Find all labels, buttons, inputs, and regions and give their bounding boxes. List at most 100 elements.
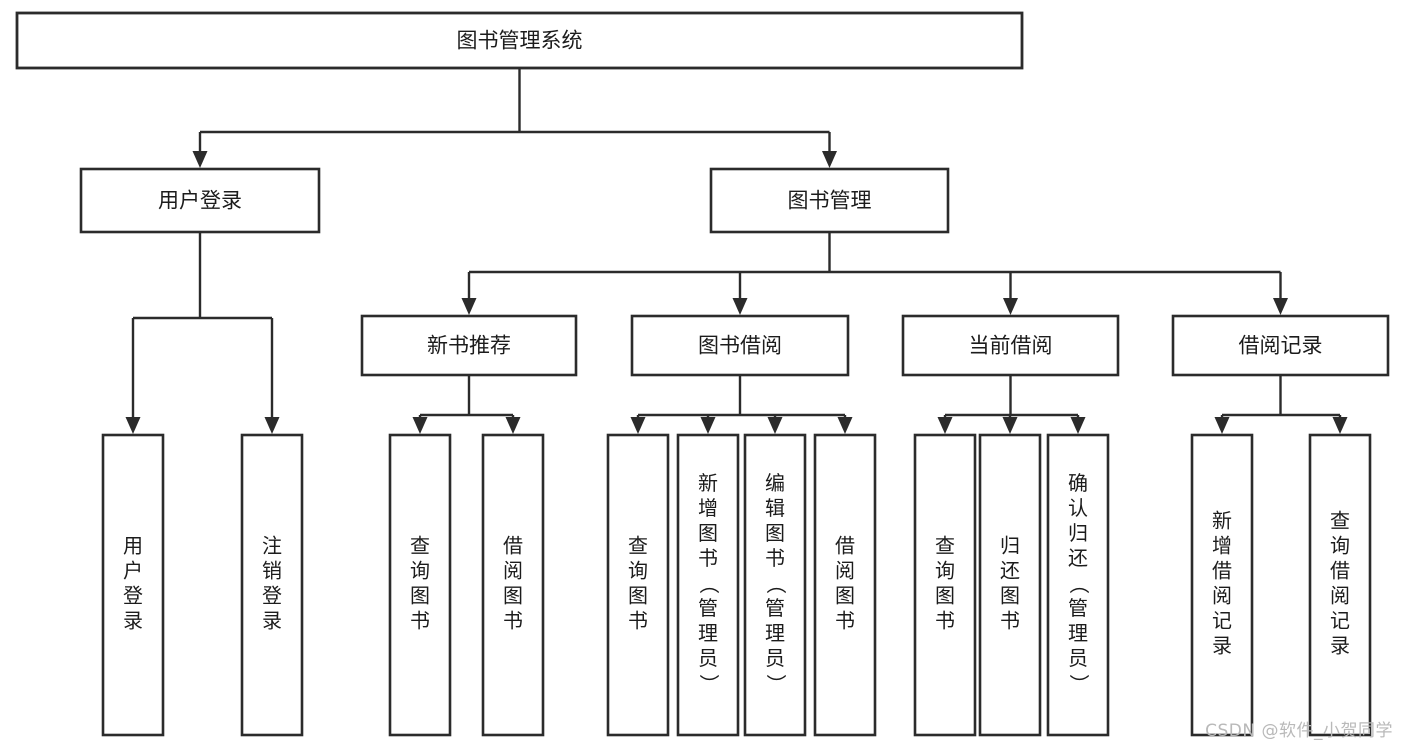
- node-label-char: 借: [503, 534, 523, 558]
- node-label-char: 注: [262, 534, 282, 558]
- node-new-book-recommend[interactable]: 新书推荐: [360, 314, 578, 377]
- node-label-char: 阅: [503, 559, 523, 583]
- node-rect: [743, 433, 807, 737]
- arrowhead-icon: [1003, 298, 1018, 315]
- node-label-char: 书: [503, 609, 523, 633]
- node-rect: [79, 167, 321, 234]
- node-label-char: 书: [628, 609, 648, 633]
- arrowhead-icon: [125, 417, 141, 434]
- node-label: 图书管理系统: [457, 29, 583, 53]
- node-label-char: ）: [1067, 674, 1091, 694]
- node-label-char: 理: [1068, 621, 1088, 645]
- node-label-char: （: [1067, 574, 1091, 594]
- arrowhead-icon: [700, 417, 716, 434]
- arrowhead-icon: [264, 417, 280, 434]
- node-label-char: 销: [262, 559, 282, 583]
- node-label-char: 管: [698, 596, 718, 620]
- node-rect: [388, 433, 452, 737]
- node-label-char: 查: [628, 534, 648, 558]
- node-label-char: 管: [765, 596, 785, 620]
- node-label-char: 登: [123, 584, 143, 608]
- arrowhead-icon: [767, 417, 783, 434]
- node-rect: [360, 314, 578, 377]
- node-label-char: 图: [935, 584, 955, 608]
- node-label-char: 辑: [765, 496, 785, 520]
- node-label-char: 归: [1068, 521, 1088, 545]
- node-label-char: 图: [1000, 584, 1020, 608]
- node-label: 图书管理: [788, 189, 872, 213]
- node-rect: [913, 433, 977, 737]
- node-label-char: 理: [765, 621, 785, 645]
- node-label-char: 用: [123, 534, 143, 558]
- node-label-char: 录: [1330, 634, 1350, 658]
- node-label-char: 归: [1000, 534, 1020, 558]
- node-label-char: 书: [698, 546, 718, 570]
- node-label-char: 还: [1068, 546, 1088, 570]
- node-label: 用户登录: [158, 189, 242, 213]
- node-book-borrow[interactable]: 图书借阅: [630, 314, 850, 377]
- node-rect: [813, 433, 877, 737]
- node-label-char: 图: [628, 584, 648, 608]
- arrowhead-icon: [732, 298, 748, 315]
- node-rect: [978, 433, 1042, 737]
- arrowhead-icon: [461, 298, 477, 315]
- arrowhead-icon: [1214, 417, 1230, 434]
- node-label-char: 员: [698, 646, 718, 670]
- node-label-char: 询: [410, 559, 430, 583]
- node-label-char: 询: [628, 559, 648, 583]
- node-label-char: ）: [697, 674, 721, 694]
- node-label-char: 图: [765, 521, 785, 545]
- node-rect: [709, 167, 950, 234]
- node-label-char: 管: [1068, 596, 1088, 620]
- node-book-manage[interactable]: 图书管理: [709, 167, 950, 234]
- node-current-borrow[interactable]: 当前借阅: [901, 314, 1120, 377]
- arrowhead-icon: [1070, 417, 1086, 434]
- node-label-char: 书: [765, 546, 785, 570]
- node-label-char: 记: [1330, 609, 1350, 633]
- arrowhead-icon: [1332, 417, 1348, 434]
- node-boxes: 图书管理系统用户登录图书管理新书推荐图书借阅当前借阅借阅记录用户登录注销登录查询…: [15, 11, 1390, 737]
- arrowhead-icon: [937, 417, 953, 434]
- node-label-char: 还: [1000, 559, 1020, 583]
- node-label-char: 户: [123, 559, 143, 583]
- node-leaf-user-login[interactable]: 用户登录: [101, 433, 165, 737]
- node-rect: [1046, 433, 1110, 737]
- node-label-char: 查: [1330, 509, 1350, 533]
- node-rect: [1190, 433, 1254, 737]
- node-label-char: 员: [765, 646, 785, 670]
- node-rect: [606, 433, 670, 737]
- node-rect: [901, 314, 1120, 377]
- node-label-char: ）: [764, 674, 788, 694]
- node-rect: [240, 433, 304, 737]
- node-label-char: 询: [1330, 534, 1350, 558]
- node-label-char: 增: [1212, 534, 1232, 558]
- node-rect: [15, 11, 1024, 70]
- arrowhead-icon: [1273, 298, 1288, 315]
- node-label-char: 录: [123, 609, 143, 633]
- node-label: 借阅记录: [1239, 334, 1323, 358]
- node-user-login[interactable]: 用户登录: [79, 167, 321, 234]
- node-label-char: 记: [1212, 609, 1232, 633]
- node-label-char: 询: [935, 559, 955, 583]
- node-rect: [101, 433, 165, 737]
- node-rect: [481, 433, 545, 737]
- node-root[interactable]: 图书管理系统: [15, 11, 1024, 70]
- node-borrow-record[interactable]: 借阅记录: [1171, 314, 1390, 377]
- node-label-char: 图: [410, 584, 430, 608]
- node-label-char: 增: [698, 496, 718, 520]
- node-label-char: 录: [1212, 634, 1232, 658]
- node-label-char: 查: [410, 534, 430, 558]
